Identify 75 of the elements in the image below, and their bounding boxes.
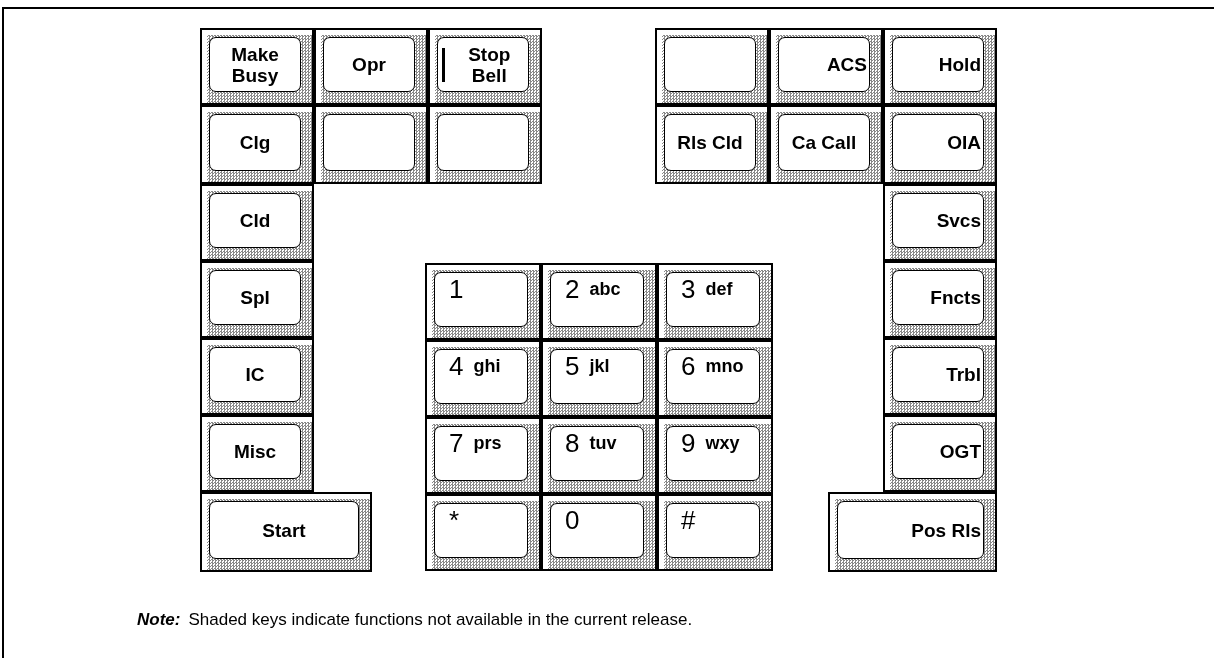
keypad-key [428, 28, 542, 105]
note-text: Shaded keys indicate functions not available in the current release. [188, 610, 693, 629]
key-label: Fncts [930, 287, 981, 308]
key-letters: abc [589, 278, 621, 301]
note-heading: Note: [137, 610, 181, 629]
keypad-key [200, 184, 314, 261]
key-label: OGT [939, 441, 981, 462]
keypad-key [883, 261, 997, 338]
key-label: Rls Cld [677, 132, 743, 153]
blank-key [655, 28, 769, 105]
keypad-key [541, 340, 657, 417]
key-digit: 3 [681, 275, 696, 303]
keypad-key [541, 417, 657, 494]
keypad-key [541, 494, 657, 571]
key-label: Ca Call [791, 132, 857, 153]
key-label: Svcs [936, 210, 981, 231]
keypad-key [200, 492, 372, 572]
keypad-key [828, 492, 997, 572]
keypad-key [883, 184, 997, 261]
key-letters: prs [473, 432, 502, 455]
keypad-key [200, 415, 314, 492]
key-digit: 2 [565, 275, 580, 303]
key-letters: jkl [589, 355, 610, 378]
key-digit: 0 [565, 506, 580, 534]
key-label: OIA [947, 132, 981, 153]
key-label: Misc [233, 441, 277, 462]
key-digit: 5 [565, 352, 580, 380]
blank-key [314, 105, 428, 184]
keypad-key [883, 338, 997, 415]
keypad-key [657, 494, 773, 571]
key-label: Make Busy [230, 43, 280, 86]
key-label: ACS [826, 54, 867, 75]
keypad-key [657, 263, 773, 340]
blank-key [428, 105, 542, 184]
keypad-key [314, 28, 428, 105]
key-label: Stop Bell [467, 43, 512, 86]
key-label: Hold [938, 54, 981, 75]
keypad-key [200, 105, 314, 184]
key-letters: ghi [473, 355, 501, 378]
key-digit: 7 [449, 429, 464, 457]
keypad-key [883, 415, 997, 492]
key-label: Cld [239, 210, 271, 231]
keypad-key [883, 28, 997, 105]
key-label: Clg [239, 132, 271, 153]
keypad-key [655, 105, 769, 184]
keypad-key [883, 105, 997, 184]
keypad-key [425, 494, 541, 571]
key-letters: mno [705, 355, 744, 378]
key-letters: wxy [705, 432, 740, 455]
key-label: IC [245, 364, 265, 385]
key-digit: 8 [565, 429, 580, 457]
key-digit: 9 [681, 429, 696, 457]
keypad-key [657, 417, 773, 494]
key-label: Trbl [946, 364, 981, 385]
keypad-key [769, 28, 883, 105]
keypad-key [541, 263, 657, 340]
keypad-key [200, 338, 314, 415]
key-digit: * [449, 506, 460, 534]
keypad-key [425, 263, 541, 340]
keypad-key [200, 261, 314, 338]
keypad-key [200, 28, 314, 105]
key-digit: 6 [681, 352, 696, 380]
key-digit: 1 [449, 275, 464, 303]
keypad-key [769, 105, 883, 184]
key-digit: 4 [449, 352, 464, 380]
key-digit: # [681, 506, 696, 534]
key-letters: def [705, 278, 733, 301]
key-label: Spl [240, 287, 270, 308]
keypad-key [425, 340, 541, 417]
key-label: Opr [352, 54, 386, 75]
key-label: Pos Rls [911, 519, 981, 541]
key-label: Start [262, 519, 306, 541]
key-letters: tuv [589, 432, 617, 455]
keypad-key [425, 417, 541, 494]
keypad-key [657, 340, 773, 417]
